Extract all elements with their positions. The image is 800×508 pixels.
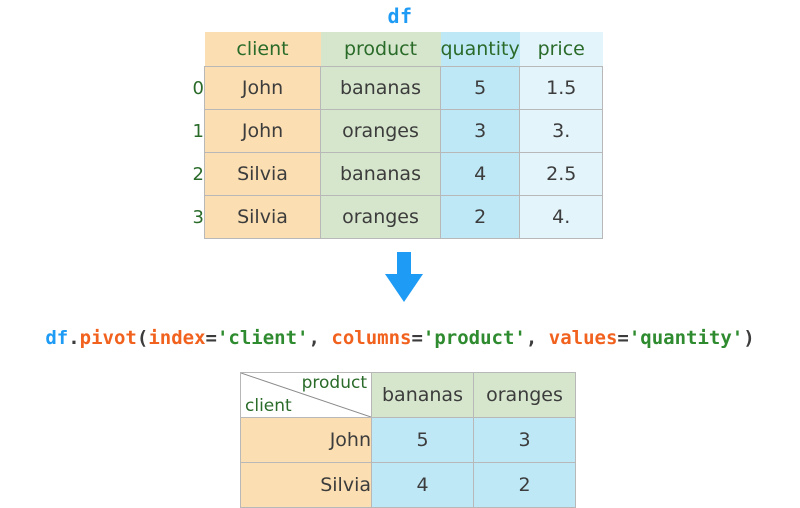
cell-client: Silvia <box>204 152 321 196</box>
row-index-label: 1 <box>168 109 205 153</box>
code-token-open-paren: ( <box>136 327 149 349</box>
cell-price: 3. <box>519 109 604 153</box>
cell-price: 2.5 <box>519 152 604 196</box>
arrow-down-icon <box>382 252 426 304</box>
result-column-header-oranges: oranges <box>473 372 576 418</box>
cell-client: Silvia <box>204 195 321 239</box>
code-token-dot: . <box>68 327 80 349</box>
source-table: client product quantity price 0 John ban… <box>168 32 604 239</box>
code-token-comma: , <box>525 327 549 349</box>
cell-quantity: 3 <box>439 109 521 153</box>
cell-product: oranges <box>320 109 441 153</box>
source-table-head: client product quantity price <box>168 32 603 67</box>
cell-quantity: 4 <box>439 152 521 196</box>
code-token-kwarg-values: values <box>548 327 618 349</box>
cell-client: John <box>204 66 321 110</box>
diagonal-divider-icon <box>241 373 371 417</box>
code-token-kwarg-index: index <box>148 327 206 349</box>
index-column-header <box>168 32 205 67</box>
table-row: 2 Silvia bananas 4 2.5 <box>168 152 604 196</box>
table-row: 0 John bananas 5 1.5 <box>168 66 604 110</box>
code-token-function: pivot <box>79 327 137 349</box>
cell-quantity: 5 <box>439 66 521 110</box>
code-token-string-client: 'client' <box>216 327 309 349</box>
corner-split-header: product client <box>240 372 372 418</box>
code-token-comma: , <box>308 327 332 349</box>
cell-client: John <box>204 109 321 153</box>
column-header-product: product <box>320 32 441 67</box>
cell-price: 1.5 <box>519 66 604 110</box>
column-header-quantity: quantity <box>440 32 520 67</box>
table-row: Silvia 4 2 <box>240 462 576 508</box>
result-cell-silvia-bananas: 4 <box>371 462 474 508</box>
result-dataframe: product client bananas oranges John 5 3 … <box>240 372 576 508</box>
cell-product: oranges <box>320 195 441 239</box>
source-table-header-row: client product quantity price <box>168 32 603 67</box>
result-table-head: product client bananas oranges <box>240 372 576 418</box>
source-table-body: 0 John bananas 5 1.5 1 John oranges 3 3.… <box>168 66 604 239</box>
result-table: product client bananas oranges John 5 3 … <box>240 372 576 508</box>
code-token-equals: = <box>205 327 217 349</box>
code-token-string-quantity: 'quantity' <box>628 327 744 349</box>
page-title: df <box>387 4 413 28</box>
code-token-kwarg-columns: columns <box>331 327 412 349</box>
code-token-var: df <box>45 327 69 349</box>
source-dataframe: client product quantity price 0 John ban… <box>168 32 604 239</box>
cell-product: bananas <box>320 152 441 196</box>
code-token-string-product: 'product' <box>422 327 526 349</box>
code-token-equals: = <box>411 327 423 349</box>
corner-index-label: client <box>245 396 292 416</box>
row-index-label: 3 <box>168 195 205 239</box>
cell-price: 4. <box>519 195 604 239</box>
result-cell-silvia-oranges: 2 <box>473 462 576 508</box>
table-row: John 5 3 <box>240 417 576 463</box>
result-column-header-bananas: bananas <box>371 372 474 418</box>
code-token-equals: = <box>617 327 629 349</box>
table-row: 3 Silvia oranges 2 4. <box>168 195 604 239</box>
code-expression: df.pivot(index='client', columns='produc… <box>0 327 800 349</box>
cell-product: bananas <box>320 66 441 110</box>
row-index-label: 2 <box>168 152 205 196</box>
result-table-header-row: product client bananas oranges <box>240 372 576 418</box>
column-header-client: client <box>204 32 321 67</box>
result-cell-john-bananas: 5 <box>371 417 474 463</box>
result-cell-john-oranges: 3 <box>473 417 576 463</box>
cell-quantity: 2 <box>439 195 521 239</box>
row-index-label: 0 <box>168 66 205 110</box>
table-row: 1 John oranges 3 3. <box>168 109 604 153</box>
column-header-price: price <box>519 32 603 67</box>
result-row-index-john: John <box>240 417 372 463</box>
code-token-close-paren: ) <box>743 327 755 349</box>
result-table-body: John 5 3 Silvia 4 2 <box>240 417 576 508</box>
result-row-index-silvia: Silvia <box>240 462 372 508</box>
corner-columns-label: product <box>301 373 367 394</box>
